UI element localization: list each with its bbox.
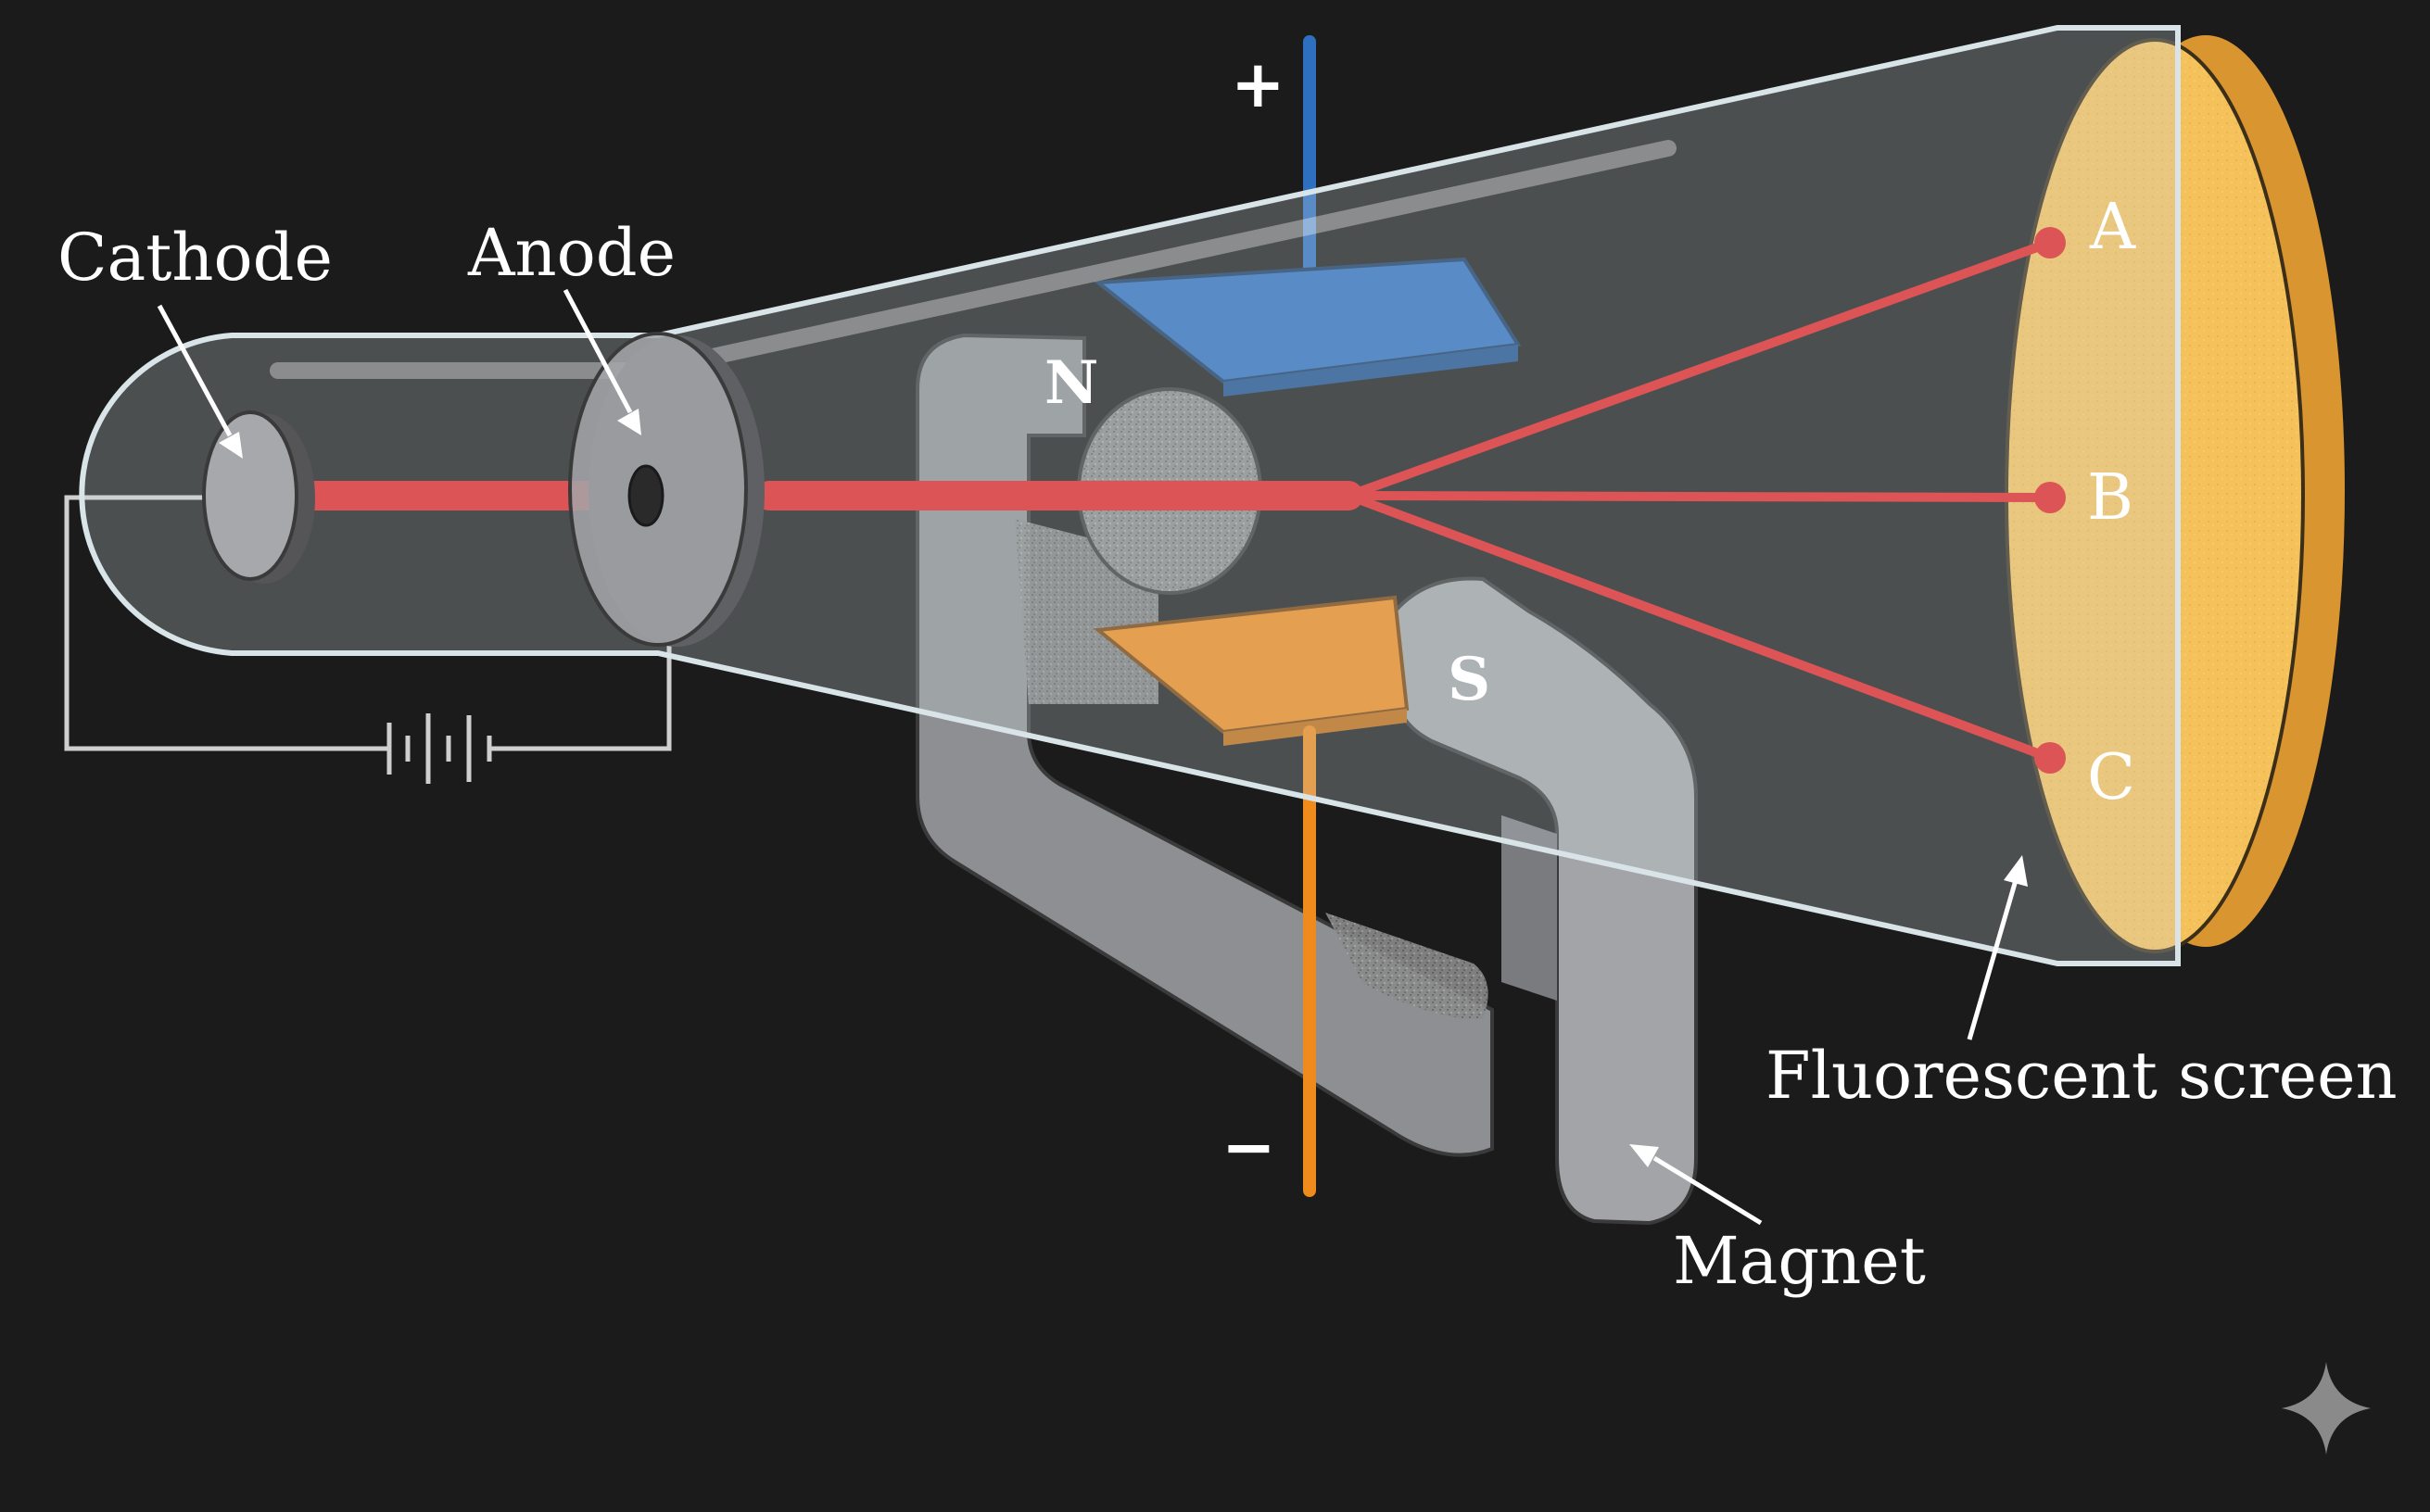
magnet-label: Magnet bbox=[1673, 1223, 1926, 1299]
south-pole-label: S bbox=[1448, 645, 1490, 714]
sparkle-icon bbox=[2282, 1362, 2371, 1455]
point-b bbox=[2034, 482, 2066, 513]
point-c-label: C bbox=[2087, 741, 2135, 814]
negative-plate bbox=[1094, 595, 1410, 1197]
cathode-disc bbox=[202, 410, 315, 584]
positive-sign: + bbox=[1231, 46, 1285, 122]
anode-label: Anode bbox=[467, 215, 676, 291]
magnet bbox=[916, 333, 1698, 1226]
battery-circuit bbox=[64, 495, 672, 784]
point-a-label: A bbox=[2089, 191, 2136, 264]
point-b-label: B bbox=[2087, 461, 2133, 535]
cathode-label: Cathode bbox=[57, 220, 333, 296]
positive-plate bbox=[1093, 35, 1522, 397]
anode-disc bbox=[568, 332, 765, 647]
point-a bbox=[2034, 227, 2066, 258]
point-c bbox=[2034, 742, 2066, 774]
fluorescent-screen-label: Fluorescent screen bbox=[1766, 1038, 2398, 1114]
screen-points bbox=[2034, 227, 2066, 774]
electron-beam bbox=[300, 238, 2055, 762]
negative-sign: − bbox=[1221, 1109, 1276, 1185]
north-pole-label: N bbox=[1044, 348, 1099, 418]
pointer-arrows bbox=[157, 288, 2028, 1226]
